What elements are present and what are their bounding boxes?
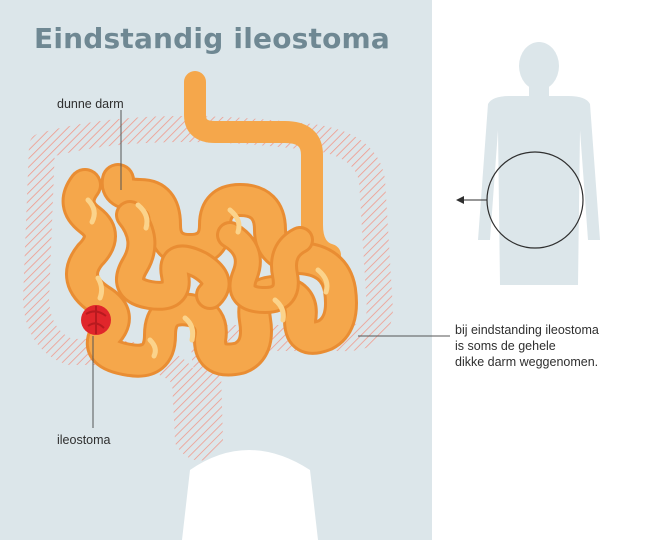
note-line: dikke darm weggenomen.: [455, 354, 655, 370]
page-title: Eindstandig ileostoma: [34, 22, 390, 55]
zoom-arrow-head: [456, 196, 464, 204]
label-dunne-darm: dunne darm: [57, 96, 124, 112]
label-ileostoma: ileostoma: [57, 432, 111, 448]
stoma-marker: [81, 305, 111, 335]
explanation-note: bij eindstanding ileostoma is soms de ge…: [455, 322, 655, 370]
note-line: bij eindstanding ileostoma: [455, 322, 655, 338]
body-figure-icon: [478, 42, 600, 285]
note-line: is soms de gehele: [455, 338, 655, 354]
